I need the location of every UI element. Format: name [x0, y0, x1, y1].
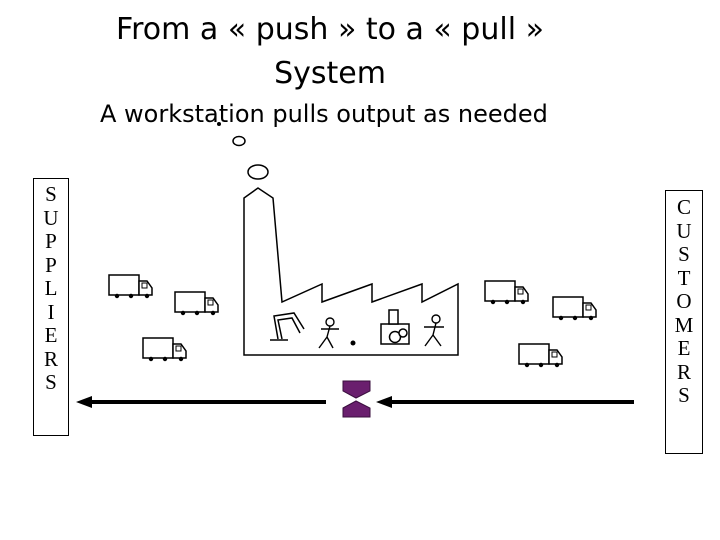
factory-building-icon	[243, 187, 459, 356]
suppliers-letter: P	[45, 229, 57, 253]
customers-letter: U	[676, 218, 692, 243]
customers-letter: S	[678, 383, 690, 407]
machine-icon	[380, 309, 410, 345]
customers-letter: M	[674, 312, 694, 337]
worker-icon	[424, 314, 444, 347]
customers-letter: T	[677, 265, 691, 290]
truck-icon	[484, 280, 529, 305]
customers-letter: C	[676, 195, 691, 219]
truck-icon	[552, 296, 597, 321]
slide-title: From a « push » to a « pull » System	[60, 8, 600, 96]
truck-icon	[108, 274, 153, 299]
suppliers-letter: P	[45, 252, 57, 277]
suppliers-letter: L	[44, 276, 58, 300]
customers-letter: O	[676, 289, 692, 313]
worker-icon	[318, 317, 339, 349]
right-flow-arrow	[376, 396, 634, 408]
part-dot-icon	[350, 340, 356, 346]
suppliers-box: S U P P L I E R S	[33, 178, 69, 436]
customers-letter: R	[676, 359, 691, 384]
suppliers-letter: E	[44, 323, 58, 347]
slide-subtitle: A workstation pulls output as needed	[100, 100, 548, 128]
truck-icon	[518, 343, 563, 368]
customers-box: C U S T O M E R S	[665, 190, 703, 454]
customers-letter: S	[678, 242, 690, 266]
title-line-1: From a « push » to a « pull »	[116, 12, 544, 47]
title-line-2: System	[274, 56, 386, 91]
left-flow-arrow	[76, 396, 326, 408]
smoke-dot-icon	[217, 122, 221, 126]
suppliers-letter: U	[43, 205, 59, 230]
kanban-signal-icon	[342, 380, 371, 418]
truck-icon	[142, 337, 187, 362]
robot-arm-icon	[270, 312, 305, 341]
smoke-puff-icon	[247, 164, 269, 180]
suppliers-letter: R	[43, 346, 58, 371]
suppliers-letter: S	[45, 182, 57, 206]
suppliers-letter: I	[47, 299, 55, 324]
customers-letter: E	[677, 336, 691, 360]
truck-icon	[174, 291, 219, 316]
smoke-puff-icon	[232, 135, 246, 147]
suppliers-letter: S	[45, 370, 57, 394]
